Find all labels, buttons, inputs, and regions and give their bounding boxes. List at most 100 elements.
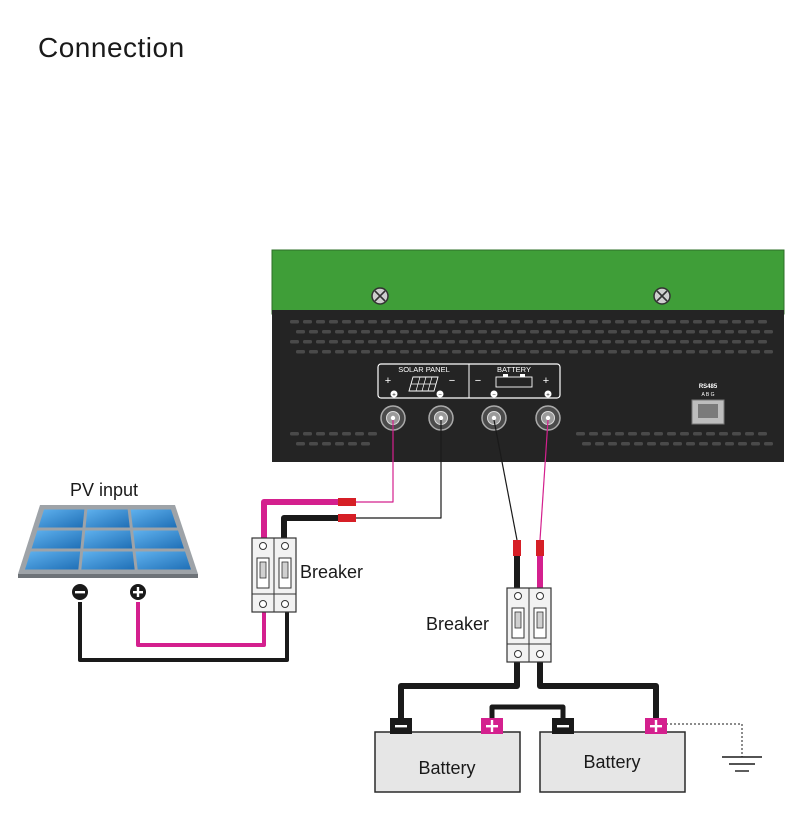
vent-slot bbox=[524, 340, 533, 344]
vent-slot bbox=[517, 350, 526, 354]
vent-slot bbox=[478, 350, 487, 354]
vent-slot bbox=[374, 330, 383, 334]
vent-slot bbox=[608, 350, 617, 354]
battery-2-positive-terminal bbox=[645, 718, 667, 734]
vent-slot bbox=[634, 442, 643, 446]
battery-icon bbox=[495, 374, 533, 388]
pv-breaker-negative-wire bbox=[281, 515, 338, 538]
vent-slot bbox=[329, 340, 338, 344]
vent-slot bbox=[309, 442, 318, 446]
vent-slot bbox=[452, 350, 461, 354]
vent-slot bbox=[290, 320, 299, 324]
vent-slot bbox=[719, 320, 728, 324]
inverter-unit: SOLAR PANEL BATTERY + − − + + − − + bbox=[271, 249, 785, 462]
vent-slot bbox=[472, 340, 481, 344]
vent-slot bbox=[569, 350, 578, 354]
vent-slot bbox=[725, 330, 734, 334]
screw-right bbox=[653, 287, 671, 305]
breaker-screw bbox=[514, 592, 522, 600]
solar-cell bbox=[38, 509, 85, 528]
vent-slot bbox=[582, 330, 591, 334]
vent-slot bbox=[706, 340, 715, 344]
vent-slot bbox=[673, 330, 682, 334]
vent-slot bbox=[576, 340, 585, 344]
vent-slot bbox=[511, 320, 520, 324]
vent-slot bbox=[745, 340, 754, 344]
svg-text:−: − bbox=[492, 393, 496, 399]
vent-slot bbox=[686, 442, 695, 446]
vent-slot bbox=[556, 350, 565, 354]
breaker-screw bbox=[259, 542, 267, 550]
vent-slot bbox=[641, 320, 650, 324]
vent-slot bbox=[654, 320, 663, 324]
vent-slot bbox=[641, 432, 650, 436]
pv-breaker-label: Breaker bbox=[300, 562, 363, 582]
pv-negative-lug bbox=[338, 514, 356, 522]
vent-slot bbox=[647, 442, 656, 446]
vent-slot bbox=[751, 442, 760, 446]
vent-slot bbox=[433, 320, 442, 324]
vent-slot bbox=[355, 320, 364, 324]
vent-slot bbox=[621, 442, 630, 446]
vent-slot bbox=[602, 320, 611, 324]
vent-slot bbox=[550, 340, 559, 344]
vent-slot bbox=[342, 320, 351, 324]
vent-slot bbox=[680, 340, 689, 344]
vent-slot bbox=[589, 320, 598, 324]
vent-slot bbox=[647, 350, 656, 354]
vent-slot bbox=[641, 340, 650, 344]
vent-slot bbox=[712, 350, 721, 354]
battery-series-link bbox=[489, 704, 566, 718]
pv-positive-wire bbox=[136, 602, 266, 647]
vent-slot bbox=[764, 442, 773, 446]
solar-panel bbox=[18, 505, 198, 578]
pv-positive-lead bbox=[352, 420, 394, 503]
vent-slot bbox=[732, 340, 741, 344]
vent-slot bbox=[576, 432, 585, 436]
vent-slot bbox=[693, 340, 702, 344]
vent-slot bbox=[589, 340, 598, 344]
vent-slot bbox=[537, 320, 546, 324]
vent-slot bbox=[621, 350, 630, 354]
pv-positive-terminal bbox=[130, 584, 146, 600]
svg-text:+: + bbox=[546, 393, 550, 399]
vent-slot bbox=[335, 442, 344, 446]
vent-slot bbox=[667, 340, 676, 344]
solar-panel-edge bbox=[18, 574, 198, 578]
battery-2-negative-terminal bbox=[552, 718, 574, 734]
vent-slot bbox=[719, 340, 728, 344]
vent-slot bbox=[634, 350, 643, 354]
battery-1-positive-terminal bbox=[481, 718, 503, 734]
solar-cell bbox=[85, 509, 130, 528]
rs485-pins-label: A B G bbox=[701, 392, 714, 398]
vent-slot bbox=[426, 330, 435, 334]
vent-slot bbox=[595, 442, 604, 446]
vent-slot bbox=[309, 330, 318, 334]
vent-slot bbox=[491, 330, 500, 334]
vent-slot bbox=[420, 340, 429, 344]
vent-slot bbox=[719, 432, 728, 436]
vent-slot bbox=[381, 320, 390, 324]
vent-slot bbox=[693, 320, 702, 324]
vent-slot bbox=[556, 330, 565, 334]
vent-slot bbox=[322, 350, 331, 354]
vent-slot bbox=[725, 350, 734, 354]
vent-slot bbox=[628, 320, 637, 324]
vent-slot bbox=[504, 330, 513, 334]
solar-cells bbox=[24, 509, 191, 570]
vent-slot bbox=[485, 340, 494, 344]
vent-slot bbox=[296, 330, 305, 334]
vent-slot bbox=[530, 350, 539, 354]
vent-slot bbox=[368, 340, 377, 344]
page-title: Connection bbox=[38, 32, 185, 63]
pv-lugs bbox=[338, 498, 356, 522]
vent-slot bbox=[693, 432, 702, 436]
vent-slot bbox=[439, 350, 448, 354]
vent-slot bbox=[608, 330, 617, 334]
vent-slot bbox=[342, 340, 351, 344]
vent-slot bbox=[673, 350, 682, 354]
plate-battery-plus: + bbox=[543, 375, 549, 387]
vent-slot bbox=[504, 350, 513, 354]
solar-cell bbox=[133, 530, 184, 549]
vent-slot bbox=[634, 330, 643, 334]
